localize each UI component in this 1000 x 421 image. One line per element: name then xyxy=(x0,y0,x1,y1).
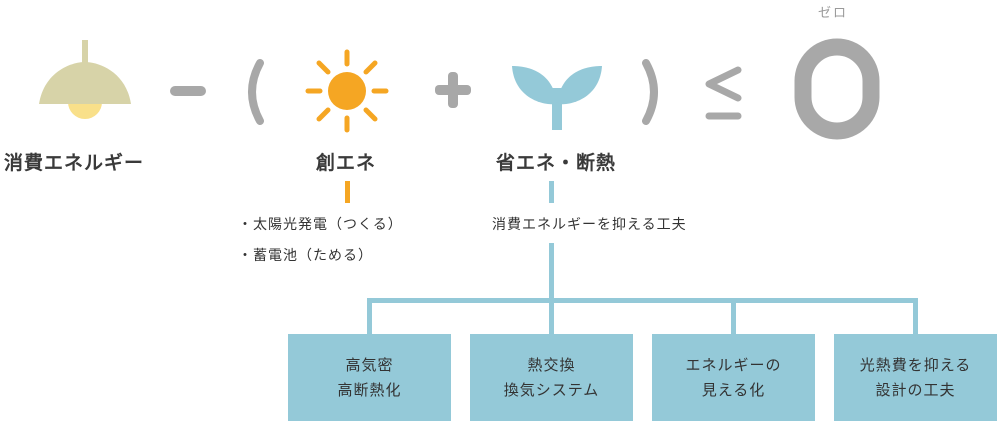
tree-drop-4 xyxy=(913,298,918,334)
measure-box-design: 光熱費を抑える 設計の工夫 xyxy=(834,334,997,421)
ceiling-lamp-icon xyxy=(36,40,134,124)
creation-connector xyxy=(345,181,350,203)
less-or-equal-operator xyxy=(703,66,743,124)
sun-icon xyxy=(304,48,390,134)
measure-box-line2: 高断熱化 xyxy=(337,380,402,399)
creation-note-solar: ・太陽光発電（つくる） xyxy=(238,217,403,233)
saving-connector xyxy=(549,181,554,203)
plus-operator xyxy=(435,72,471,108)
creation-label: 創エネ xyxy=(316,152,377,174)
zero-symbol xyxy=(794,38,880,140)
saving-note: 消費エネルギーを抑える工夫 xyxy=(492,217,687,233)
creation-note-battery: ・蓄電池（ためる） xyxy=(238,248,373,264)
measure-box-line2: 設計の工夫 xyxy=(875,380,956,399)
sprout-icon xyxy=(510,60,604,132)
tree-bus xyxy=(367,298,918,303)
zero-reading: ゼロ xyxy=(818,6,849,21)
tree-trunk xyxy=(549,243,554,301)
right-parenthesis xyxy=(640,58,666,126)
tree-drop-1 xyxy=(367,298,372,334)
consumption-label: 消費エネルギー xyxy=(4,152,145,174)
measure-box-visualization: エネルギーの 見える化 xyxy=(652,334,815,421)
minus-operator xyxy=(170,86,206,96)
measure-box-line2: 見える化 xyxy=(701,380,766,399)
left-parenthesis xyxy=(240,58,266,126)
measure-box-airtight: 高気密 高断熱化 xyxy=(288,334,451,421)
measure-box-line1: 光熱費を抑える xyxy=(859,355,972,374)
saving-label: 省エネ・断熱 xyxy=(496,152,617,174)
measure-box-line1: 熱交換 xyxy=(527,355,576,374)
measure-box-line1: 高気密 xyxy=(345,355,394,374)
measure-box-ventilation: 熱交換 換気システム xyxy=(470,334,633,421)
measure-box-line1: エネルギーの xyxy=(685,355,782,374)
tree-drop-2 xyxy=(549,298,554,334)
tree-drop-3 xyxy=(731,298,736,334)
measure-box-line2: 換気システム xyxy=(503,380,600,399)
